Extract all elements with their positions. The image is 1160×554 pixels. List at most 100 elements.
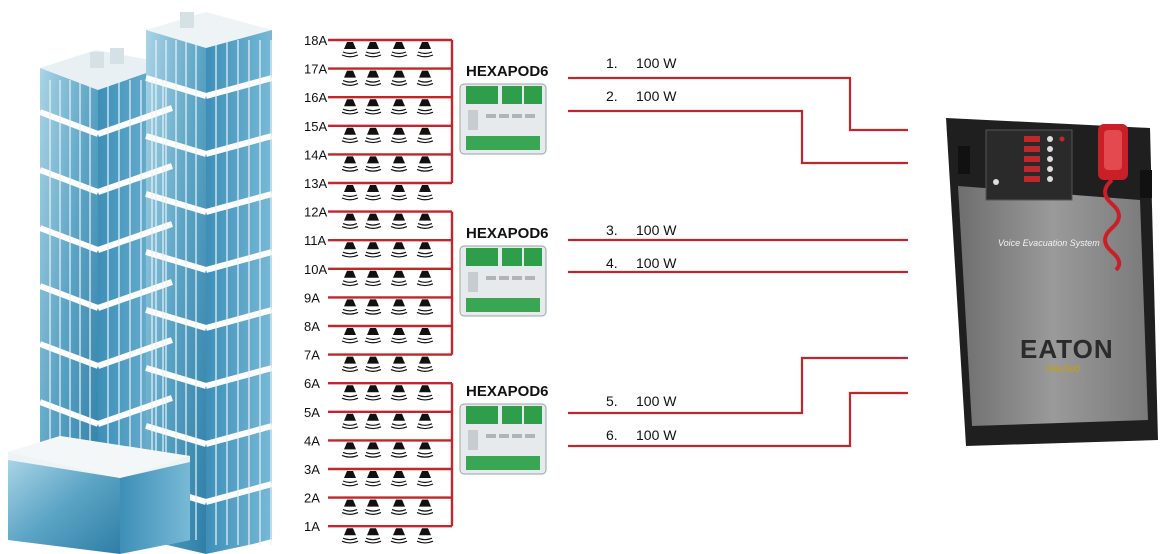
speaker-icon (390, 442, 408, 458)
speaker-icon (364, 499, 382, 515)
speaker-icon (341, 499, 359, 515)
speaker-icon (364, 70, 382, 86)
zone-label: 15A (304, 119, 327, 134)
speaker-icon (341, 242, 359, 258)
speaker-icon (364, 442, 382, 458)
line-number: 3. (606, 222, 618, 238)
speaker-icon (390, 70, 408, 86)
speaker-icon (341, 127, 359, 144)
speaker-icon (416, 528, 434, 544)
output-line-wire (568, 391, 908, 448)
module-title: HEXAPOD6 (466, 383, 549, 400)
speaker-icon (416, 42, 434, 58)
module-title: HEXAPOD6 (466, 225, 549, 242)
speaker-icon (390, 299, 408, 315)
zone-label: 7A (304, 348, 320, 363)
speaker-icon (416, 471, 434, 487)
output-line-wire (568, 76, 908, 132)
speaker-icon (390, 270, 408, 287)
hexapod-device-icon (459, 83, 547, 155)
speaker-icon (416, 185, 434, 201)
speaker-icon (364, 185, 382, 201)
zone-label: 8A (304, 319, 320, 334)
speaker-icon (416, 70, 434, 86)
speaker-icon (364, 127, 382, 144)
cabinet-caption: Voice Evacuation System (998, 238, 1100, 248)
eaton-cabinet: Voice Evacuation System EATON DAU500 (946, 118, 1158, 446)
speaker-icon (341, 213, 359, 229)
speaker-icon (390, 156, 408, 172)
speaker-icon (416, 127, 434, 144)
zone-label: 10A (304, 262, 327, 277)
speaker-icon (341, 70, 359, 86)
output-lines: 1.100 W2.100 W3.100 W4.100 W5.100 W6.100… (568, 55, 908, 448)
speaker-icon (341, 156, 359, 172)
line-number: 4. (606, 255, 618, 271)
speaker-icon (416, 499, 434, 515)
speaker-icon (341, 471, 359, 487)
module-title: HEXAPOD6 (466, 63, 549, 80)
speaker-icon (341, 385, 359, 401)
zone-label: 5A (304, 405, 320, 420)
line-power: 100 W (636, 55, 677, 71)
indicator-leds (993, 136, 1065, 185)
speaker-icon (390, 242, 408, 258)
line-number: 5. (606, 393, 618, 409)
zone-ladder: 18A17A16A15A14A13A12A11A10A9A8A7A6A5A4A3… (304, 33, 454, 544)
zone-label: 12A (304, 205, 327, 220)
line-number: 1. (606, 55, 618, 71)
hexapod-device-icon (459, 403, 547, 475)
speaker-icon (416, 299, 434, 315)
fireman-microphone-icon (1098, 124, 1128, 272)
speaker-icon (364, 356, 382, 372)
speaker-icon (341, 42, 359, 58)
speaker-icon (416, 213, 434, 229)
speaker-icon (341, 185, 359, 201)
output-line-wire (568, 356, 908, 415)
speaker-icon (341, 99, 359, 115)
zone-label: 16A (304, 90, 327, 105)
speaker-icon (390, 499, 408, 515)
speaker-icon (390, 413, 408, 430)
hexapod-device-icon (459, 245, 547, 317)
zone-label: 1A (304, 519, 320, 534)
zone-label: 18A (304, 33, 327, 48)
speaker-icon (416, 242, 434, 258)
zone-label: 2A (304, 491, 320, 506)
zone-label: 3A (304, 462, 320, 477)
speaker-icon (341, 299, 359, 315)
speaker-icon (364, 299, 382, 315)
speaker-icon (364, 328, 382, 344)
speaker-icon (390, 528, 408, 544)
speaker-icon (390, 328, 408, 344)
speaker-icon (416, 328, 434, 344)
line-power: 100 W (636, 393, 677, 409)
zone-label: 11A (304, 233, 326, 248)
model-label: DAU500 (1046, 364, 1080, 374)
speaker-icon (364, 471, 382, 487)
speaker-icon (364, 242, 382, 258)
speaker-icon (341, 328, 359, 344)
speaker-icon (364, 99, 382, 115)
zone-label: 9A (304, 290, 320, 305)
zone-label: 6A (304, 376, 320, 391)
zone-label: 17A (304, 62, 327, 77)
speaker-icon (390, 356, 408, 372)
speaker-icon (364, 213, 382, 229)
line-power: 100 W (636, 88, 677, 104)
line-power: 100 W (636, 255, 677, 271)
speaker-icon (364, 270, 382, 287)
speaker-icon (416, 356, 434, 372)
speaker-icon (416, 270, 434, 287)
zone-label: 4A (304, 433, 320, 448)
speaker-icon (390, 213, 408, 229)
zone-label: 13A (304, 176, 327, 191)
speaker-icon (416, 442, 434, 458)
speaker-icon (390, 185, 408, 201)
speaker-icon (364, 156, 382, 172)
output-line-wire (568, 109, 908, 165)
line-number: 2. (606, 88, 618, 104)
building-illustration (8, 12, 273, 554)
